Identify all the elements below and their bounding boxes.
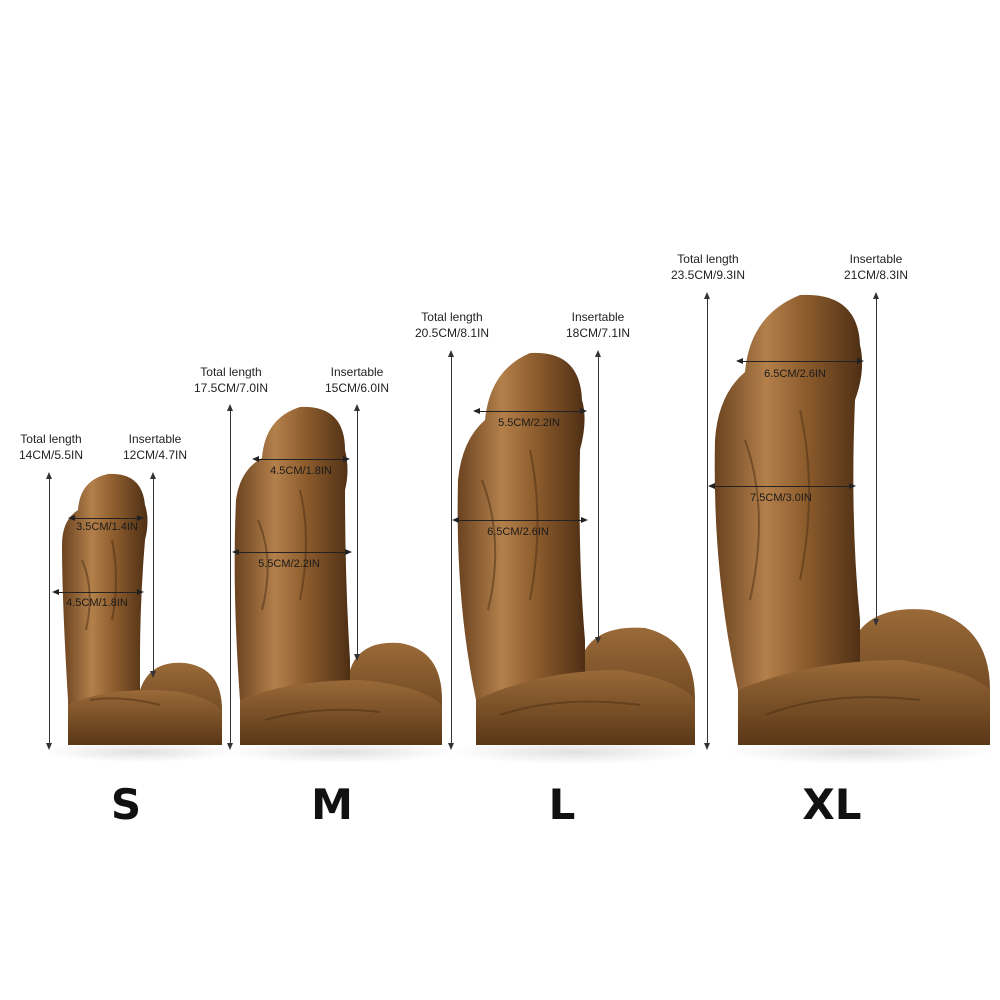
shaft-width-label: 7.5CM/3.0IN — [750, 492, 812, 504]
total-length-title: Total length — [200, 365, 262, 379]
insertable-arrow — [595, 350, 601, 644]
shaft-width-label: 6.5CM/2.6IN — [487, 526, 549, 538]
product-l-shape — [450, 352, 700, 764]
total-length-arrow — [227, 404, 233, 750]
size-label-s: S — [110, 780, 142, 829]
insertable-title: Insertable — [571, 310, 625, 324]
total-length-title: Total length — [421, 310, 483, 324]
total-length-arrow — [704, 292, 710, 750]
insertable-title: Insertable — [330, 365, 384, 379]
total-length-value: 23.5CM/9.3IN — [670, 268, 746, 282]
product-s-shape — [45, 473, 235, 762]
head-width-label: 6.5CM/2.6IN — [764, 368, 826, 380]
total-length-arrow — [46, 472, 52, 750]
head-width-label: 4.5CM/1.8IN — [270, 465, 332, 477]
shaft-width-label: 5.5CM/2.2IN — [258, 558, 320, 570]
insertable-value: 15CM/6.0IN — [324, 381, 390, 395]
total-length-value: 17.5CM/7.0IN — [193, 381, 269, 395]
shaft-width-arrow — [232, 549, 352, 555]
insertable-value: 21CM/8.3IN — [843, 268, 909, 282]
insertable-arrow — [150, 472, 156, 678]
shaft-width-arrow — [452, 517, 588, 523]
size-label-l: L — [548, 780, 576, 829]
shaft-width-arrow — [52, 589, 144, 595]
product-m-shape — [225, 406, 455, 763]
total-length-title: Total length — [20, 432, 82, 446]
insertable-arrow — [354, 404, 360, 661]
total-length-value: 20.5CM/8.1IN — [414, 326, 490, 340]
head-width-arrow — [473, 408, 587, 414]
insertable-value: 18CM/7.1IN — [565, 326, 631, 340]
head-width-arrow — [252, 456, 350, 462]
insertable-value: 12CM/4.7IN — [122, 448, 188, 462]
product-xl-shape — [714, 294, 995, 764]
total-length-title: Total length — [677, 252, 739, 266]
shaft-width-label: 4.5CM/1.8IN — [66, 597, 128, 609]
total-length-value: 14CM/5.5IN — [18, 448, 84, 462]
head-width-arrow — [736, 358, 864, 364]
shaft-width-arrow — [708, 483, 856, 489]
insertable-arrow — [873, 292, 879, 626]
insertable-title: Insertable — [128, 432, 182, 446]
head-width-arrow — [68, 515, 144, 521]
head-width-label: 3.5CM/1.4IN — [76, 521, 138, 533]
insertable-title: Insertable — [849, 252, 903, 266]
head-width-label: 5.5CM/2.2IN — [498, 417, 560, 429]
size-label-m: M — [311, 780, 353, 829]
total-length-arrow — [448, 350, 454, 750]
size-label-xl: XL — [802, 780, 862, 829]
